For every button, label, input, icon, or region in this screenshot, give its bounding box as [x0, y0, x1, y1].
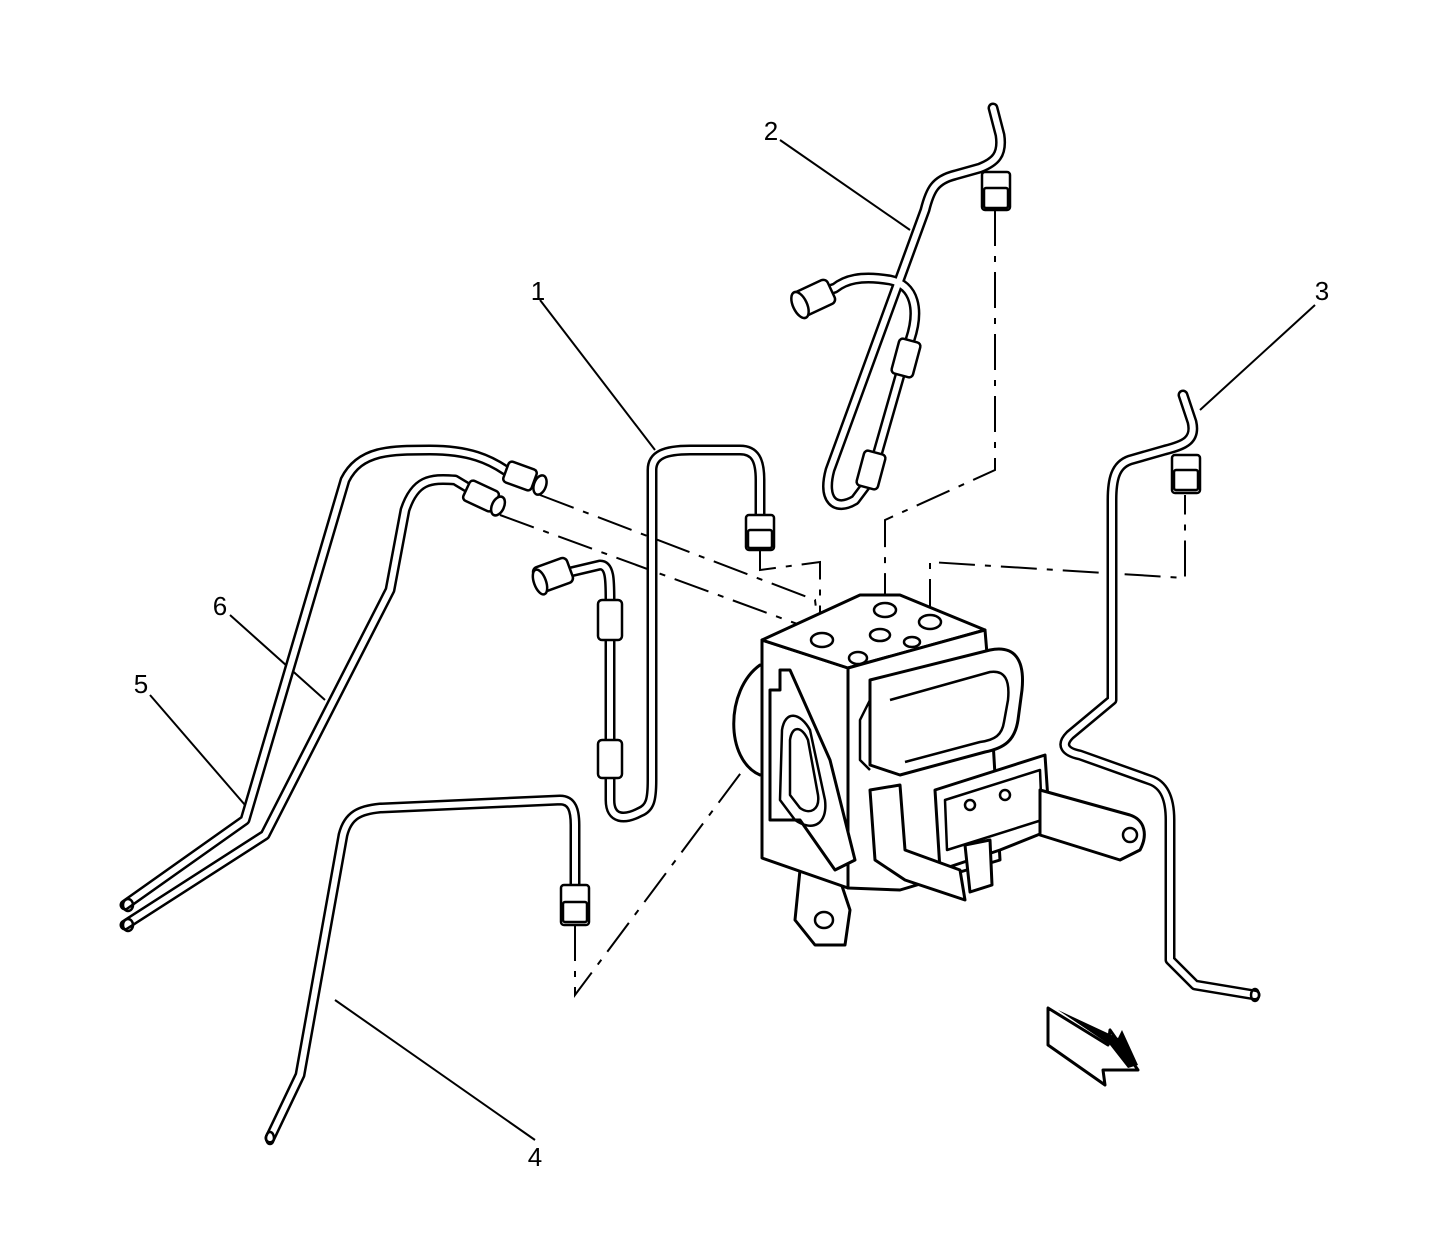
pipe-2-hose-sleeve	[855, 337, 922, 491]
brake-pipe-2	[790, 102, 1012, 511]
pipe-5-fitting	[502, 460, 548, 496]
pipe-1-hose-sleeve	[596, 598, 624, 780]
callout-6: 6	[213, 591, 227, 621]
callout-labels: 1 2 3 4 5 6	[134, 116, 1329, 1172]
pipe-6-open-end	[121, 917, 135, 933]
brake-pipe-3	[1059, 389, 1261, 1003]
callout-3: 3	[1315, 276, 1329, 306]
pipe-3-open-end	[1249, 987, 1261, 1003]
callout-leaders	[149, 139, 1316, 1141]
brake-pipe-5	[119, 444, 548, 911]
pipe-2-fitting-hose	[790, 278, 837, 320]
brake-pipe-4	[264, 794, 591, 1146]
callout-1: 1	[531, 276, 545, 306]
pipe-1-fitting-module	[744, 513, 776, 552]
pipe-3-fitting-module	[1170, 453, 1202, 495]
brake-pipe-6	[119, 474, 507, 931]
abs-modulator-assembly	[732, 593, 1146, 947]
pipe-4-fitting-module	[559, 883, 591, 927]
pipe-4-open-end	[264, 1130, 276, 1146]
callout-4: 4	[528, 1142, 542, 1172]
pipe-1-fitting-hose	[531, 556, 575, 596]
callout-5: 5	[134, 669, 148, 699]
callout-2: 2	[764, 116, 778, 146]
pipe-2-fitting-module	[980, 170, 1012, 212]
pipe-6-fitting	[461, 479, 507, 517]
forward-direction-arrow-icon	[1046, 1006, 1140, 1087]
brake-pipe-1	[531, 444, 776, 823]
pipe-5-open-end	[121, 897, 135, 913]
